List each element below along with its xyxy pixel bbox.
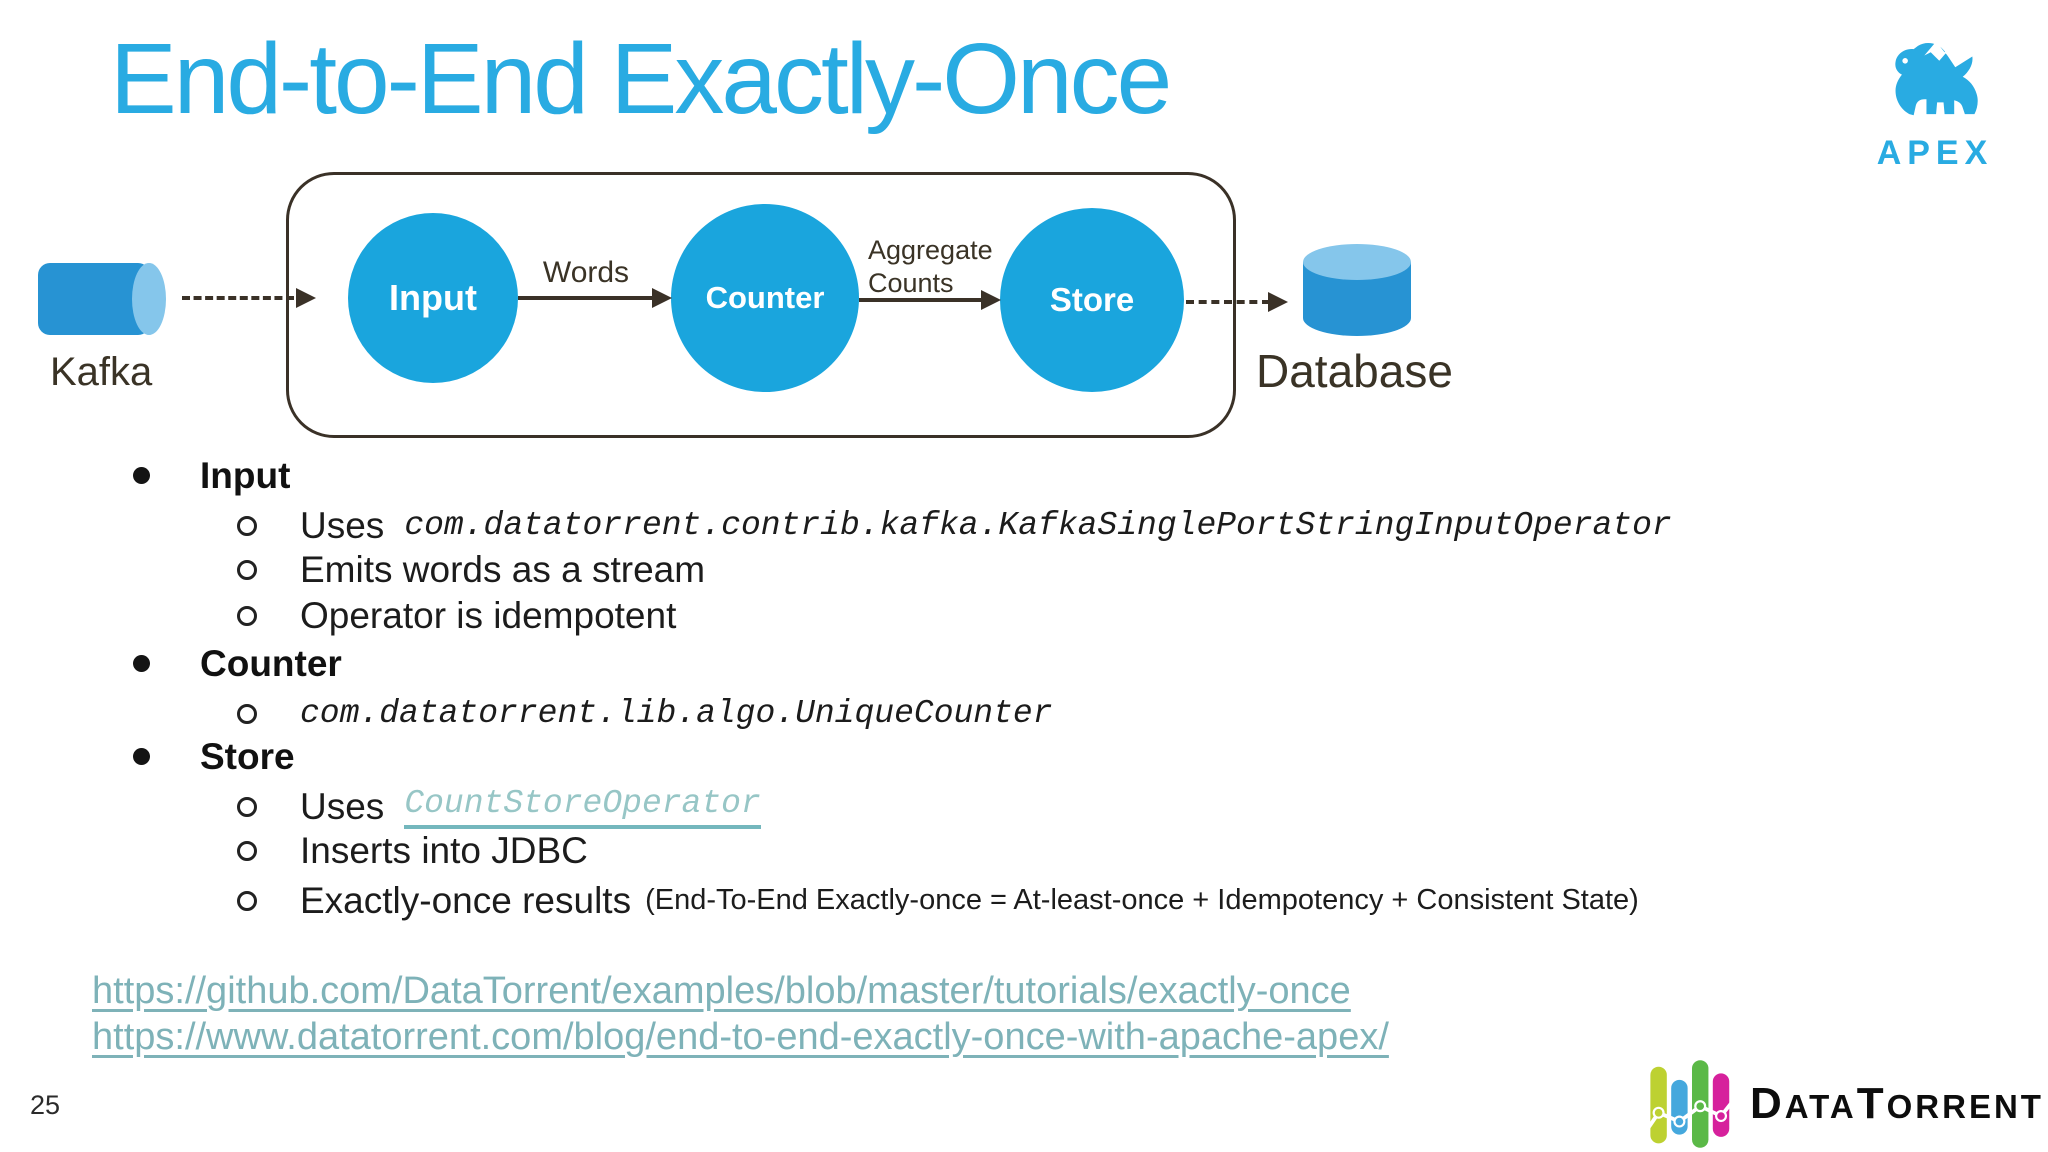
- unique-counter-classname: com.datatorrent.lib.algo.UniqueCounter: [300, 695, 1053, 732]
- operator-idempotent-label: Operator is idempotent: [300, 594, 677, 636]
- node-counter: Counter: [671, 204, 859, 392]
- node-store-label: Store: [1049, 281, 1135, 318]
- brand-letters: ATA: [1784, 1088, 1857, 1125]
- count-store-operator-link[interactable]: CountStoreOperator: [404, 785, 761, 829]
- inserts-jdbc-label: Inserts into JDBC: [300, 829, 588, 871]
- bullet-store-exactly-once: Exactly-once results (End-To-End Exactly…: [237, 877, 1639, 924]
- kafka-label: Kafka: [50, 350, 153, 394]
- bullet-circle-icon: [237, 840, 257, 861]
- dag-boundary-box: [286, 172, 1236, 438]
- emits-words-label: Emits words as a stream: [300, 548, 706, 590]
- store-to-database-arrowhead: [1268, 292, 1288, 312]
- input-to-counter-arrow: [518, 296, 653, 300]
- bullet-store-label: Store: [200, 735, 295, 777]
- bullet-circle-icon: [237, 890, 257, 911]
- bullet-input-label: Input: [200, 454, 291, 496]
- kafka-to-input-arrowhead: [296, 288, 316, 308]
- bullet-circle-icon: [237, 605, 257, 626]
- bullet-input-uses: Uses com.datatorrent.contrib.kafka.Kafka…: [237, 502, 1672, 549]
- exactly-once-results-label: Exactly-once results: [300, 879, 632, 921]
- bullet-store-uses: Uses CountStoreOperator: [237, 783, 761, 830]
- bullet-circle-icon: [237, 703, 257, 724]
- node-counter-label: Counter: [705, 280, 825, 315]
- uses-prefix: Uses: [300, 785, 385, 827]
- kafka-cylinder-icon: [36, 260, 170, 338]
- database-cylinder-icon: [1300, 240, 1414, 340]
- exactly-once-note: (End-To-End Exactly-once = At-least-once…: [645, 884, 1639, 916]
- datatorrent-wordmark: DATATORRENT: [1750, 1079, 2044, 1129]
- brand-letter: T: [1856, 1079, 1887, 1128]
- page-title: End-to-End Exactly-Once: [110, 23, 1172, 135]
- bullet-input: Input: [133, 452, 290, 499]
- bullet-store-jdbc: Inserts into JDBC: [237, 827, 588, 874]
- bullet-disc-icon: [133, 748, 150, 765]
- datatorrent-bars-icon: [1648, 1058, 1736, 1150]
- edge-label-aggregate-counts: Aggregate Counts: [868, 235, 993, 298]
- uses-prefix: Uses: [300, 504, 385, 546]
- brand-letter: D: [1750, 1079, 1785, 1128]
- bullet-counter: Counter: [133, 640, 342, 687]
- apex-logo-label: APEX: [1876, 134, 1994, 172]
- counter-to-store-arrowhead: [981, 290, 1001, 310]
- page-number: 25: [30, 1090, 61, 1120]
- apex-gorilla-icon: [1877, 32, 1993, 128]
- input-to-counter-arrowhead: [652, 288, 672, 308]
- counter-to-store-arrow: [859, 298, 983, 302]
- brand-letters: ORRENT: [1886, 1088, 2044, 1125]
- kafka-to-input-arrow: [182, 296, 294, 300]
- bullet-circle-icon: [237, 515, 257, 536]
- datatorrent-logo: DATATORRENT: [1648, 1058, 2044, 1150]
- bullet-disc-icon: [133, 655, 150, 672]
- edge-label-words: Words: [542, 256, 630, 289]
- bullet-input-emits: Emits words as a stream: [237, 546, 705, 593]
- github-examples-link[interactable]: https://github.com/DataTorrent/examples/…: [92, 970, 1351, 1012]
- kafka-operator-classname: com.datatorrent.contrib.kafka.KafkaSingl…: [404, 507, 1672, 544]
- bullet-circle-icon: [237, 796, 257, 817]
- datatorrent-blog-link[interactable]: https://www.datatorrent.com/blog/end-to-…: [92, 1016, 1389, 1058]
- node-input-label: Input: [389, 277, 477, 318]
- bullet-circle-icon: [237, 559, 257, 580]
- bullet-counter-class: com.datatorrent.lib.algo.UniqueCounter: [237, 690, 1053, 737]
- apex-logo: APEX: [1862, 32, 2008, 173]
- node-input: Input: [348, 213, 518, 383]
- database-label: Database: [1256, 345, 1453, 397]
- bullet-store: Store: [133, 733, 295, 780]
- node-store: Store: [1000, 208, 1184, 392]
- bullet-input-idempotent: Operator is idempotent: [237, 592, 676, 639]
- bullet-disc-icon: [133, 467, 150, 484]
- bullet-counter-label: Counter: [200, 642, 342, 684]
- store-to-database-arrow: [1186, 300, 1270, 304]
